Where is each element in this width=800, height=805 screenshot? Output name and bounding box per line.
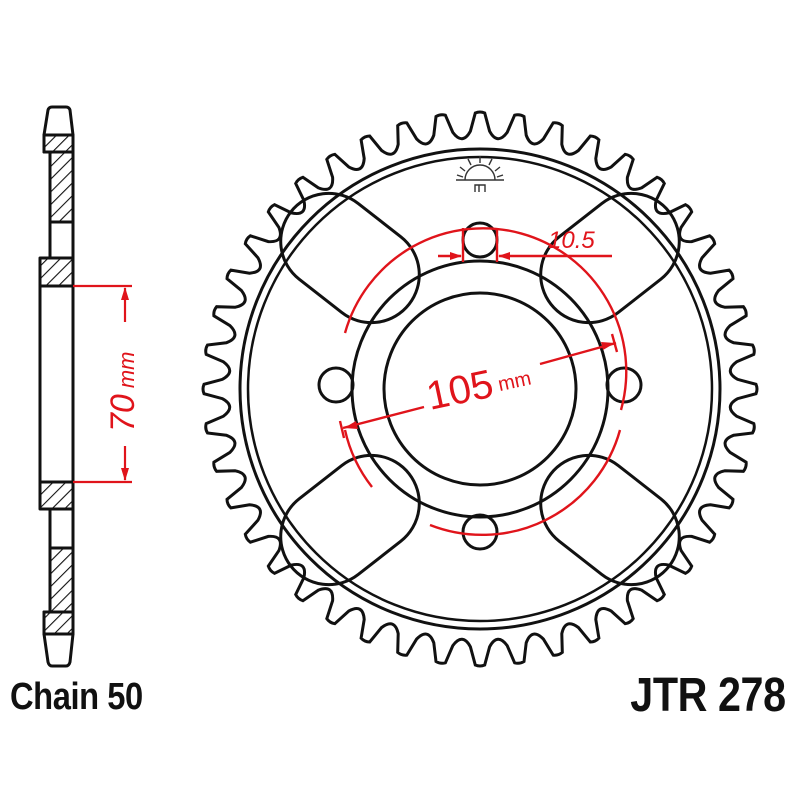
pcd-arc-right <box>429 429 622 537</box>
outer-ring <box>238 147 722 631</box>
hub-diameter-dimension <box>73 284 132 484</box>
pcd-value: 105 <box>423 362 497 419</box>
bolt-hole-bottom <box>461 513 499 551</box>
pcd-arc-left <box>343 429 373 488</box>
part-number-label: JTR 278 <box>630 669 787 722</box>
pcd-dimension-label: 105 mm <box>423 362 534 419</box>
bolt-hole-dimension-label: 10.5 <box>548 227 595 254</box>
pcd-arc-upper <box>343 227 628 411</box>
pcd-unit: mm <box>496 368 533 396</box>
sprocket-teeth-outline <box>201 110 759 668</box>
hub-dimension-label: 70mm <box>104 352 142 432</box>
chain-size-label: Chain 50 <box>10 676 143 718</box>
sun-logo-icon <box>456 156 504 192</box>
center-bore <box>382 291 578 487</box>
pcd-dimension <box>338 227 628 537</box>
side-profile-view <box>38 105 75 668</box>
bolt-hole-left <box>317 366 355 404</box>
lightening-slots <box>279 191 681 587</box>
